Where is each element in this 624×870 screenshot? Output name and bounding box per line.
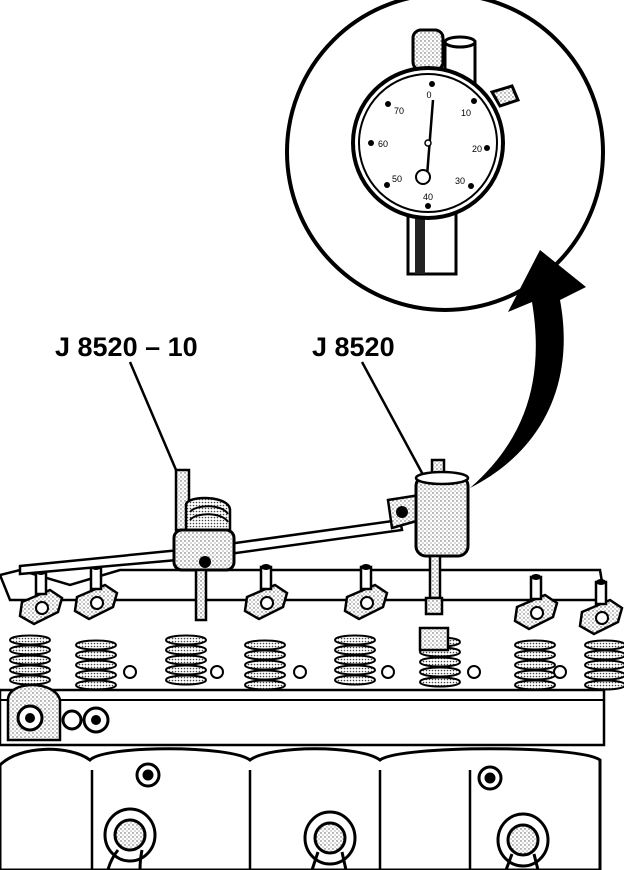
dial-label-20: 20 [472, 144, 482, 154]
magnified-dial-inset: 0 10 20 30 40 50 60 70 [285, 0, 605, 312]
dial-label-10: 10 [461, 108, 471, 118]
dial-needle [425, 99, 435, 177]
dial-label-40: 40 [423, 192, 433, 202]
leader-line-left [128, 361, 184, 485]
tool-j8520-dial-indicator [386, 458, 470, 652]
callout-j8520: J 8520 [312, 332, 395, 362]
intake-ports [0, 747, 602, 870]
dial-label-70: 70 [394, 106, 404, 116]
tool-j8520-10-holder [172, 468, 236, 622]
revolution-counter [415, 169, 431, 185]
dial-label-50: 50 [392, 174, 402, 184]
leader-line-right [360, 361, 430, 485]
valve-springs [9, 634, 624, 691]
callout-j8520-10: J 8520 – 10 [55, 332, 198, 362]
dial-label-30: 30 [455, 176, 465, 186]
dial-label-60: 60 [378, 139, 388, 149]
dial-label-0: 0 [426, 90, 431, 100]
magnify-arrow [470, 250, 586, 488]
dial-tick-dots [368, 81, 490, 209]
